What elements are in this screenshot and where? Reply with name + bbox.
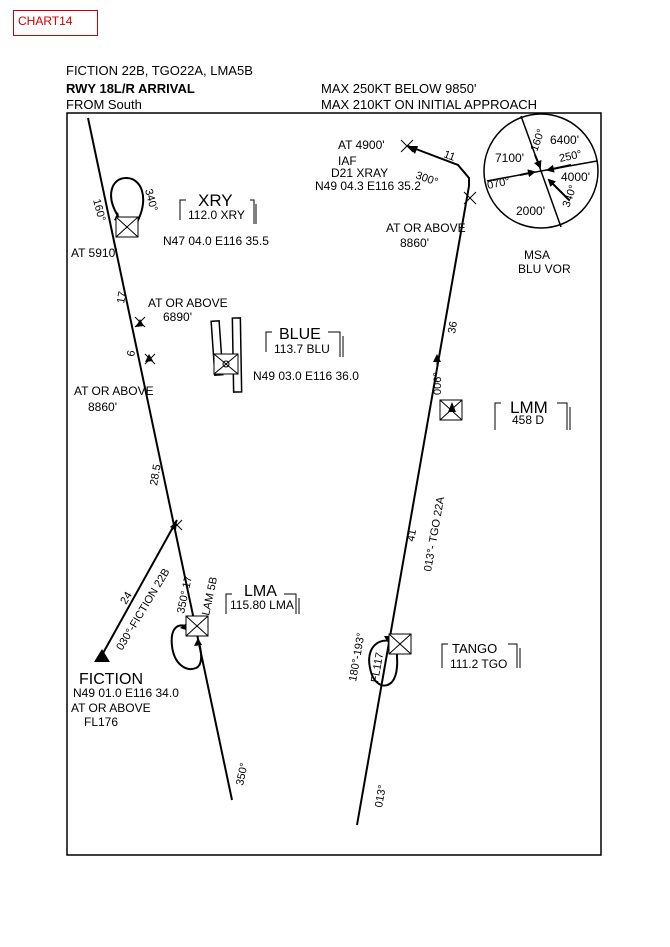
xry-fix-symbol (115, 216, 139, 238)
xry-outbound-course: 340° (142, 188, 159, 213)
iaf-route-line (407, 145, 470, 186)
right-dist-41: 41 (405, 528, 419, 542)
xry-coordinates: N47 04.0 E116 35.5 (163, 234, 269, 248)
iaf-altitude: AT 4900' (338, 138, 385, 152)
msa-alt-7100: 7100' (495, 151, 524, 165)
iaf-coordinates: N49 04.3 E116 35.2 (315, 179, 421, 193)
right-upper-fix (463, 191, 477, 205)
blue-coordinates: N49 03.0 E116 36.0 (253, 369, 359, 383)
msa-arrow-250 (546, 164, 572, 173)
right-route-line (356, 185, 470, 826)
left-route-line (87, 117, 233, 801)
fiction-coordinates: N49 01.0 E116 34.0 (73, 686, 179, 700)
msa-bearing-070: 070° (486, 175, 511, 191)
lmm-ident: LMM (510, 398, 548, 417)
right-fix-alt-line1: AT OR ABOVE (386, 221, 466, 235)
xry-altitude: AT 5910' (71, 246, 118, 260)
tango-hold-fl: FL117 (369, 652, 386, 684)
iaf-d21: D21 XRAY (331, 166, 388, 180)
blue-vor-symbol (213, 353, 239, 375)
left-fix1-alt-line2: 6890' (163, 310, 192, 324)
tango-vor-symbol (388, 633, 412, 655)
msa-alt-4000: 4000' (561, 170, 590, 184)
msa-alt-6400: 6400' (550, 133, 579, 147)
xry-station-box (179, 199, 257, 224)
msa-bearing-160: 160° (529, 128, 548, 153)
tango-frequency: 111.2 TGO (450, 657, 507, 671)
blue-station-box (265, 331, 344, 357)
msa-bearing-340: 340° (561, 184, 580, 209)
left-fix2-alt-line1: AT OR ABOVE (74, 384, 154, 398)
page-title: RWY 18L/R ARRIVAL (66, 81, 195, 96)
iaf-fix (400, 139, 414, 153)
fiction-dist: 24 (118, 590, 135, 607)
chart-frame (66, 112, 602, 856)
tango-hold-label: 180°-193° (347, 632, 367, 683)
right-route-label: 013°- TGO 22A (422, 495, 447, 572)
fiction-waypoint-triangle (94, 649, 110, 662)
lmm-station-box (494, 402, 571, 430)
lmm-route-arrow (448, 402, 456, 412)
blue-frequency: 113.7 BLU (274, 342, 330, 356)
right-course-006: 006° (432, 372, 444, 395)
lma-vor-symbol (185, 615, 209, 637)
left-fix-2-arrow (145, 354, 153, 362)
msa-label: MSA (524, 248, 550, 262)
left-fix2-alt-line2: 8860' (88, 400, 117, 414)
left-fix-1-arrow (136, 319, 144, 327)
right-fix-alt-line2: 8860' (400, 236, 429, 250)
procedure-names: FICTION 22B, TGO22A, LMA5B (66, 63, 253, 78)
msa-bearing-250: 250° (558, 148, 583, 164)
fiction-route-arrow (170, 521, 177, 530)
from-direction: FROM South (66, 97, 142, 112)
iaf-label: IAF (338, 154, 357, 168)
msa-alt-2000: 2000' (516, 204, 545, 218)
msa-arrow-070 (519, 169, 536, 178)
left-dist-6: 6 (125, 349, 138, 357)
left-dist-28: 28.5 (148, 463, 164, 486)
tango-inbound-course: 013° (373, 784, 389, 809)
msa-arrow-160 (534, 154, 542, 169)
lma-final-course: 350° (234, 762, 250, 787)
xry-inbound-course: 160° (90, 198, 107, 223)
lmm-frequency: 458 D (512, 413, 544, 427)
lma-final-arrow (194, 638, 202, 646)
tango-ident: TANGO (452, 641, 497, 656)
speed-limit-1: MAX 250KT BELOW 9850' (321, 81, 477, 96)
xry-frequency: 112.0 XRY (188, 208, 245, 222)
msa-vor-label: BLU VOR (518, 262, 571, 276)
iaf-distance: 11 (442, 149, 457, 164)
fiction-alt-line1: AT OR ABOVE (71, 701, 151, 715)
lma-route-label: LAM 5B (200, 576, 220, 617)
left-dist-17: 17 (115, 290, 129, 304)
fiction-alt-line2: FL176 (84, 715, 118, 729)
left-fix1-alt-line1: AT OR ABOVE (148, 296, 228, 310)
xry-ident: XRY (198, 191, 233, 210)
lma-station-box (225, 593, 300, 614)
msa-arrow-340 (547, 178, 570, 201)
lma-ident: LMA (244, 583, 277, 600)
lma-frequency: 115.80 LMA (230, 598, 294, 612)
blue-ident: BLUE (279, 326, 321, 343)
speed-limit-2: MAX 210KT ON INITIAL APPROACH (321, 97, 538, 112)
right-dist-36: 36 (446, 320, 460, 334)
iaf-route-arrow (408, 146, 418, 154)
fiction-name: FICTION (79, 671, 143, 688)
chart-label: CHART14 (13, 10, 98, 36)
tango-station-box (441, 643, 521, 668)
fiction-route-line (101, 519, 178, 656)
